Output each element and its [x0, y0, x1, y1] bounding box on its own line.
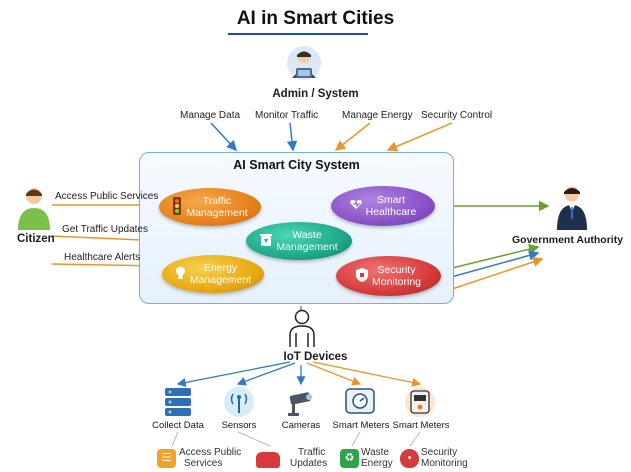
- module-waste-line2: Management: [276, 241, 338, 253]
- admin-label: Admin / System: [272, 88, 359, 100]
- government-official-icon: [557, 186, 587, 230]
- service-1-line2: Services: [184, 458, 223, 469]
- citizen-icon: [18, 188, 50, 230]
- module-security-line2: Monitoring: [371, 276, 422, 288]
- shield-small-icon: •: [400, 449, 419, 468]
- module-energy-line2: Management: [189, 274, 252, 286]
- page-title: AI in Smart Cities: [236, 8, 395, 29]
- service-3-line1: Waste: [361, 447, 389, 458]
- iot-person-outline-icon: [289, 309, 315, 347]
- car-icon: [256, 452, 280, 468]
- server-icon: [161, 386, 195, 418]
- citizen-action-healthcare-alerts: Healthcare Alerts: [64, 252, 141, 263]
- module-security-line1: Security: [377, 264, 416, 276]
- arrow-security-control: [386, 122, 453, 152]
- camera-icon: [284, 386, 318, 418]
- module-waste-line1: Waste: [292, 229, 322, 241]
- system-title: AI Smart City System: [233, 158, 360, 172]
- service-4-line1: Security: [421, 447, 458, 458]
- title-underline: [228, 33, 368, 35]
- service-1-line1: Access Public: [179, 447, 242, 458]
- smart-meter-icon: [343, 386, 377, 418]
- arrow-manage-energy: [334, 122, 371, 151]
- service-2-line2: Updates: [290, 458, 328, 469]
- service-traffic-updates: Traffic Updates: [290, 447, 327, 469]
- arrow-iot-meters2: [312, 361, 422, 387]
- device-label-smart-meters-2: Smart Meters: [392, 420, 450, 431]
- arrow-iot-sensors: [236, 362, 296, 386]
- device-label-collect-data: Collect Data: [152, 420, 204, 431]
- module-traffic-line1: Traffic: [202, 195, 232, 207]
- arrow-monitor-traffic: [286, 122, 298, 152]
- arrow-manage-data: [210, 122, 238, 152]
- service-4-line2: Monitoring: [421, 458, 468, 469]
- arrow-dev-svc-4: [409, 431, 421, 447]
- admin-action-security-control: Security Control: [421, 110, 493, 121]
- heart-health-icon: [349, 199, 362, 213]
- citizen-action-get-traffic-updates: Get Traffic Updates: [62, 224, 148, 235]
- admin-action-manage-data: Manage Data: [180, 110, 241, 121]
- government-avatar: [556, 184, 588, 235]
- service-security-monitoring: Security Monitoring: [421, 447, 468, 469]
- admin-action-manage-energy: Manage Energy: [342, 110, 413, 121]
- arrow-dev-svc-2: [237, 431, 271, 447]
- device-label-cameras: Cameras: [281, 420, 321, 431]
- traffic-light-icon: [172, 196, 182, 218]
- module-health-line1: Smart: [376, 194, 405, 206]
- device-label-sensors: Sensors: [221, 420, 257, 431]
- arrow-dev-svc-1: [171, 431, 179, 447]
- citizen-label: Citizen: [17, 233, 55, 245]
- arrow-security-government-2: [443, 250, 540, 280]
- arrow-dev-svc-3: [351, 431, 361, 447]
- device-label-smart-meters: Smart Meters: [332, 420, 390, 431]
- arrow-iot-meters1: [306, 362, 362, 386]
- module-health-line2: Healthcare: [365, 206, 417, 218]
- citizen-avatar: [16, 186, 52, 235]
- shield-icon: [355, 267, 368, 285]
- service-waste-energy: Waste Energy: [361, 447, 393, 469]
- arrow-iot-collect: [176, 361, 291, 387]
- smart-meter-2-icon: [403, 386, 437, 418]
- admin-icon: [287, 46, 321, 80]
- iot-avatar: [288, 309, 316, 354]
- iot-label: IoT Devices: [283, 351, 348, 363]
- service-access-public-services: Access Public Services: [179, 447, 241, 469]
- government-label: Government Authority: [512, 234, 624, 246]
- citizen-action-access-public-services: Access Public Services: [55, 191, 159, 202]
- waste-bin-icon: ♻: [340, 449, 359, 468]
- module-traffic-line2: Management: [186, 207, 248, 219]
- module-energy-line1: Energy: [203, 262, 238, 274]
- service-3-line2: Energy: [361, 458, 393, 469]
- arrow-security-government-3: [448, 256, 544, 291]
- admin-avatar: [287, 46, 321, 87]
- recycle-bin-icon: [260, 233, 273, 249]
- arrow-security-government-1: [443, 244, 540, 271]
- bulb-icon: [175, 266, 186, 283]
- document-icon: ☰: [157, 449, 176, 468]
- sensor-antenna-icon: [222, 386, 256, 418]
- service-2-line1: Traffic: [298, 447, 326, 458]
- admin-action-monitor-traffic: Monitor Traffic: [255, 110, 319, 121]
